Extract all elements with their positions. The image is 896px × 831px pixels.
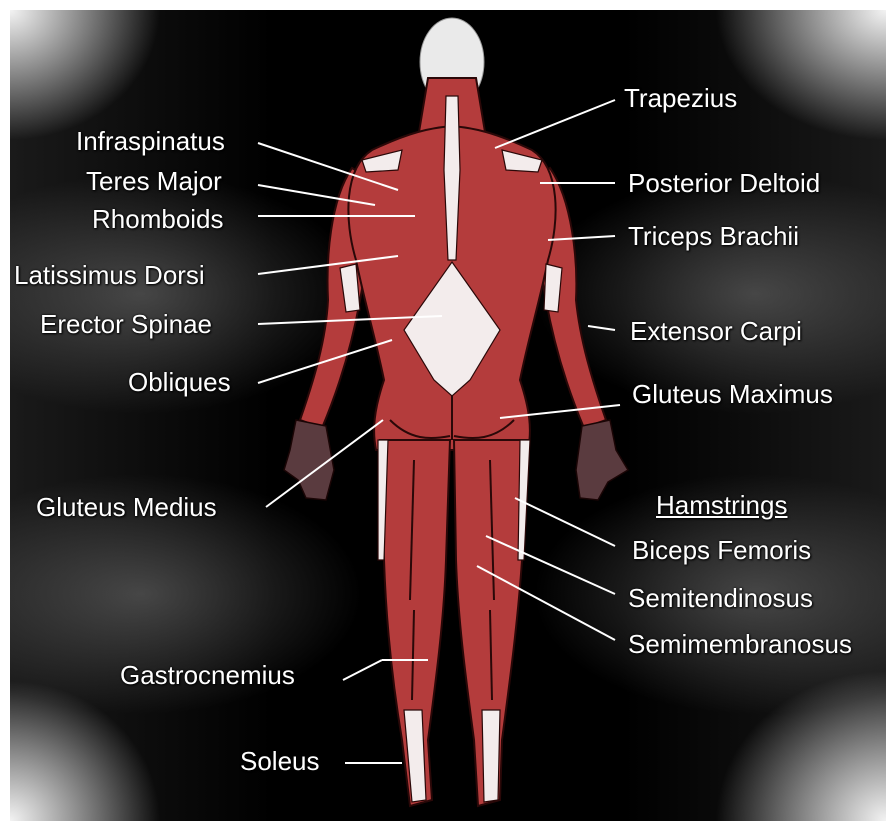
spine-tendon [444,96,460,260]
leader-extensor [588,326,615,330]
label-infraspinatus: Infraspinatus [76,128,225,154]
label-soleus: Soleus [240,748,320,774]
label-semimembranosus: Semimembranosus [628,631,852,657]
leader-trapezius [495,100,615,148]
label-rhomboids: Rhomboids [92,206,224,232]
label-hamstrings-heading: Hamstrings [656,492,787,518]
label-teres-major: Teres Major [86,168,222,194]
label-gluteus-medius: Gluteus Medius [36,494,217,520]
label-obliques: Obliques [128,369,231,395]
label-gastrocnemius: Gastrocnemius [120,662,295,688]
label-semitendinosus: Semitendinosus [628,585,813,611]
label-trapezius: Trapezius [624,85,737,111]
leader-biceps-femoris [515,498,615,546]
right-achilles [482,710,500,802]
label-extensor-carpi: Extensor Carpi [630,318,802,344]
label-erector-spinae: Erector Spinae [40,311,212,337]
leader-gastrocnemius [343,660,382,680]
label-posterior-deltoid: Posterior Deltoid [628,170,820,196]
label-biceps-femoris: Biceps Femoris [632,537,811,563]
label-gluteus-maximus: Gluteus Maximus [632,381,833,407]
label-latissimus-dorsi: Latissimus Dorsi [14,262,205,288]
right-hand [576,420,628,500]
label-triceps-brachii: Triceps Brachii [628,223,799,249]
